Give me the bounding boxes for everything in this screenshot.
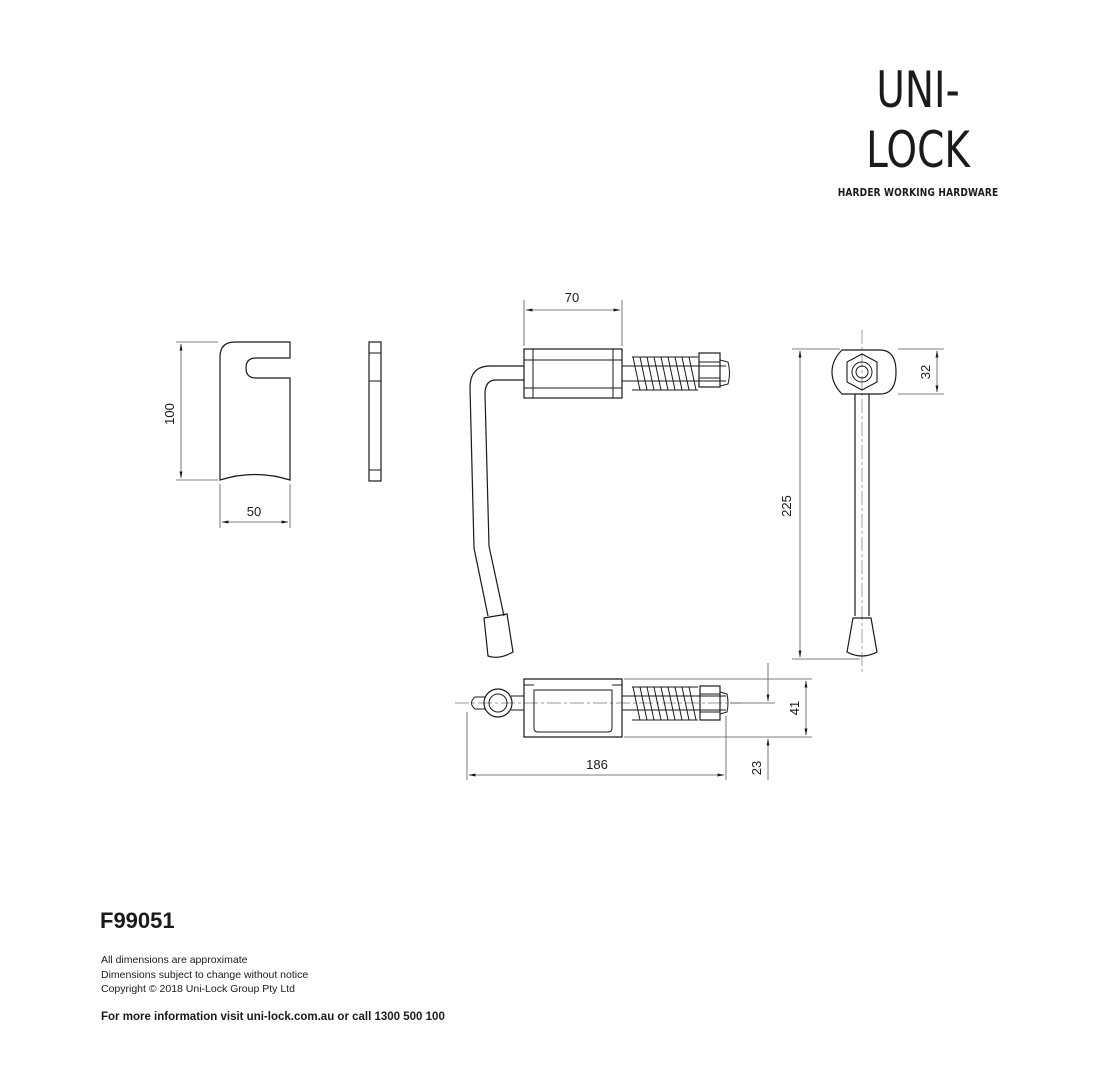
contact-info: For more information visit uni-lock.com.… [101,1011,445,1023]
dimension-overall-length [466,712,727,780]
dimension-head-size [898,348,944,395]
label-head-size: 32 [918,365,933,379]
part-number: F99051 [100,908,175,933]
label-plate-width: 50 [247,504,261,519]
bolt-front-view [469,348,730,658]
brand-logo: UNI-LOCK HARDER WORKING HARDWARE [820,60,1016,199]
brand-name: UNI-LOCK [866,61,970,179]
label-plate-height: 100 [162,403,177,425]
disclaimer-notes: All dimensions are approximate Dimension… [101,953,308,997]
striker-plate-front [219,341,291,481]
dimension-body-length [523,300,623,346]
label-offset: 23 [749,761,764,775]
label-body-length: 70 [565,290,579,305]
label-body-height: 41 [787,701,802,715]
dimension-body-height [624,678,812,738]
label-overall-length: 186 [586,757,608,772]
note-change: Dimensions subject to change without not… [101,968,309,981]
striker-plate-side [368,341,382,482]
bolt-top-view [455,678,742,738]
dimension-plate-height [176,341,218,481]
note-copyright: Copyright © 2018 Uni-Lock Group Pty Ltd [101,983,295,995]
label-pin-length: 225 [779,495,794,517]
brand-tagline: HARDER WORKING HARDWARE [837,186,999,199]
dimension-offset [730,663,775,780]
dimension-plate-width [219,484,291,528]
bolt-side-view [831,330,897,672]
dimension-pin-length [792,348,860,660]
note-approximate: All dimensions are approximate [101,954,248,966]
